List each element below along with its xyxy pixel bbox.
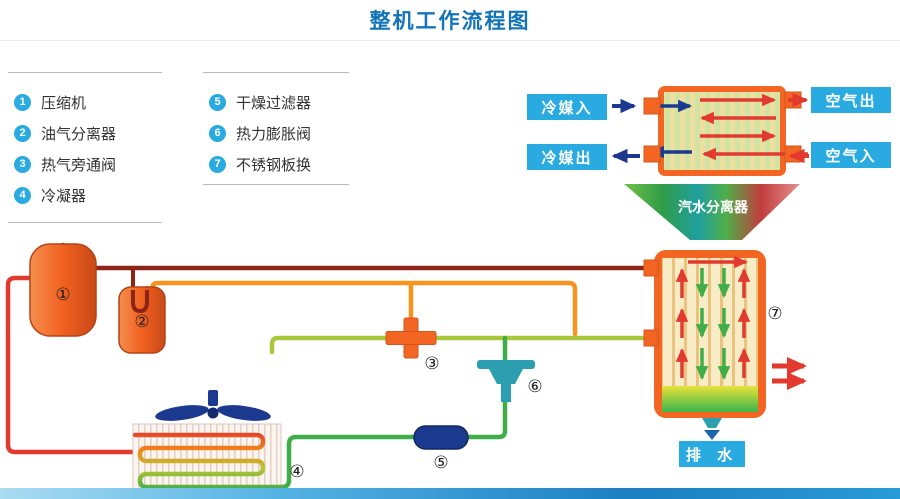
legend-column-1: 1 压缩机 2 油气分离器 3 热气旁通阀 4 冷凝器 xyxy=(8,64,162,241)
legend-column-2: 5 干燥过滤器 6 热力膨胀阀 7 不锈钢板换 xyxy=(203,64,349,203)
compressor-tank xyxy=(29,243,97,337)
expansion-valve xyxy=(477,360,535,402)
top-divider xyxy=(0,40,900,41)
component-markers: ① ② ③ ④ ⑤ ⑥ ⑦ xyxy=(55,285,782,482)
label-air-in: 空气入 xyxy=(811,142,891,168)
legend-item-condenser: 4 冷凝器 xyxy=(14,184,162,206)
legend-number-badge: 6 xyxy=(209,124,226,142)
legend-item-expansion-valve: 6 热力膨胀阀 xyxy=(209,122,349,144)
fan-post xyxy=(208,390,218,406)
marker-condenser: ④ xyxy=(289,462,304,482)
bypass-valve xyxy=(385,317,437,359)
legend-number-badge: 3 xyxy=(14,155,31,173)
condenser-coil xyxy=(132,432,285,490)
expansion-valve-cone xyxy=(489,369,523,384)
pipework xyxy=(5,242,649,490)
legend-divider xyxy=(203,184,349,185)
legend-item-bypass-valve: 3 热气旁通阀 xyxy=(14,153,162,175)
port-refrigerant-in xyxy=(643,97,661,115)
expansion-valve-stem xyxy=(501,384,511,402)
legend-number-badge: 1 xyxy=(14,93,31,111)
port-liquid-in xyxy=(643,329,659,347)
liquid-pipe xyxy=(279,335,508,490)
legend-number-badge: 2 xyxy=(14,124,31,142)
fan-blade-right xyxy=(217,405,271,421)
marker-expansion-valve: ⑥ xyxy=(527,377,542,397)
condenser xyxy=(132,423,285,498)
drain-arrow xyxy=(704,430,720,440)
legend-item-compressor: 1 压缩机 xyxy=(14,91,162,113)
bypass-valve-cross xyxy=(385,331,437,345)
legend-item-plate-exchanger: 7 不锈钢板换 xyxy=(209,153,349,175)
filter-drier xyxy=(413,425,469,450)
plate-exchanger-detail xyxy=(611,86,809,176)
oil-separator-tank xyxy=(118,286,166,354)
label-refrigerant-in: 冷媒入 xyxy=(527,94,607,120)
fan-blade-left xyxy=(155,405,209,421)
plate-exchanger-main xyxy=(643,250,807,440)
legend-item-label: 热力膨胀阀 xyxy=(236,125,312,143)
legend-divider xyxy=(203,72,349,73)
marker-compressor: ① xyxy=(55,285,70,305)
separator-label: 汽水分离器 xyxy=(678,199,749,215)
evaporator-feed-pipe xyxy=(269,335,649,355)
legend-item-label: 压缩机 xyxy=(41,94,87,112)
condenser-feed-pipe xyxy=(5,275,136,455)
port-suction xyxy=(643,259,659,277)
legend-divider xyxy=(8,72,162,73)
page-title: 整机工作流程图 xyxy=(369,10,531,33)
legend-number-badge: 4 xyxy=(14,186,31,204)
discharge-suction-pipe xyxy=(60,242,649,271)
exchanger-sump xyxy=(662,386,758,412)
fan-hub xyxy=(207,407,219,419)
bottom-accent-bar xyxy=(0,488,900,499)
marker-filter: ⑤ xyxy=(433,453,448,473)
port-refrigerant-out xyxy=(643,145,661,163)
marker-plate-exchanger: ⑦ xyxy=(767,304,782,324)
legend-item-label: 冷凝器 xyxy=(41,187,87,205)
legend-item-label: 不锈钢板换 xyxy=(236,156,312,174)
marker-bypass-valve: ③ xyxy=(424,354,439,374)
label-air-out: 空气出 xyxy=(811,87,891,113)
label-refrigerant-out: 冷媒出 xyxy=(527,144,607,170)
legend-item-oil-separator: 2 油气分离器 xyxy=(14,122,162,144)
detail-plates xyxy=(664,92,780,170)
legend-item-label: 干燥过滤器 xyxy=(236,94,312,112)
steam-water-separator-cone: 汽水分离器 xyxy=(624,184,800,240)
marker-oil-separator: ② xyxy=(134,312,149,332)
expansion-valve-bar xyxy=(477,360,535,369)
drain-funnel xyxy=(702,418,722,428)
legend-item-label: 热气旁通阀 xyxy=(41,156,117,174)
legend-item-label: 油气分离器 xyxy=(41,125,117,143)
legend-number-badge: 7 xyxy=(209,155,226,173)
condenser-fan xyxy=(155,390,271,421)
legend-item-filter: 5 干燥过滤器 xyxy=(209,91,349,113)
hot-gas-pipe xyxy=(149,280,578,337)
legend-divider xyxy=(8,222,162,223)
label-drain: 排 水 xyxy=(679,441,745,467)
oil-separator-inner-tube xyxy=(131,290,149,314)
legend-number-badge: 5 xyxy=(209,93,226,111)
